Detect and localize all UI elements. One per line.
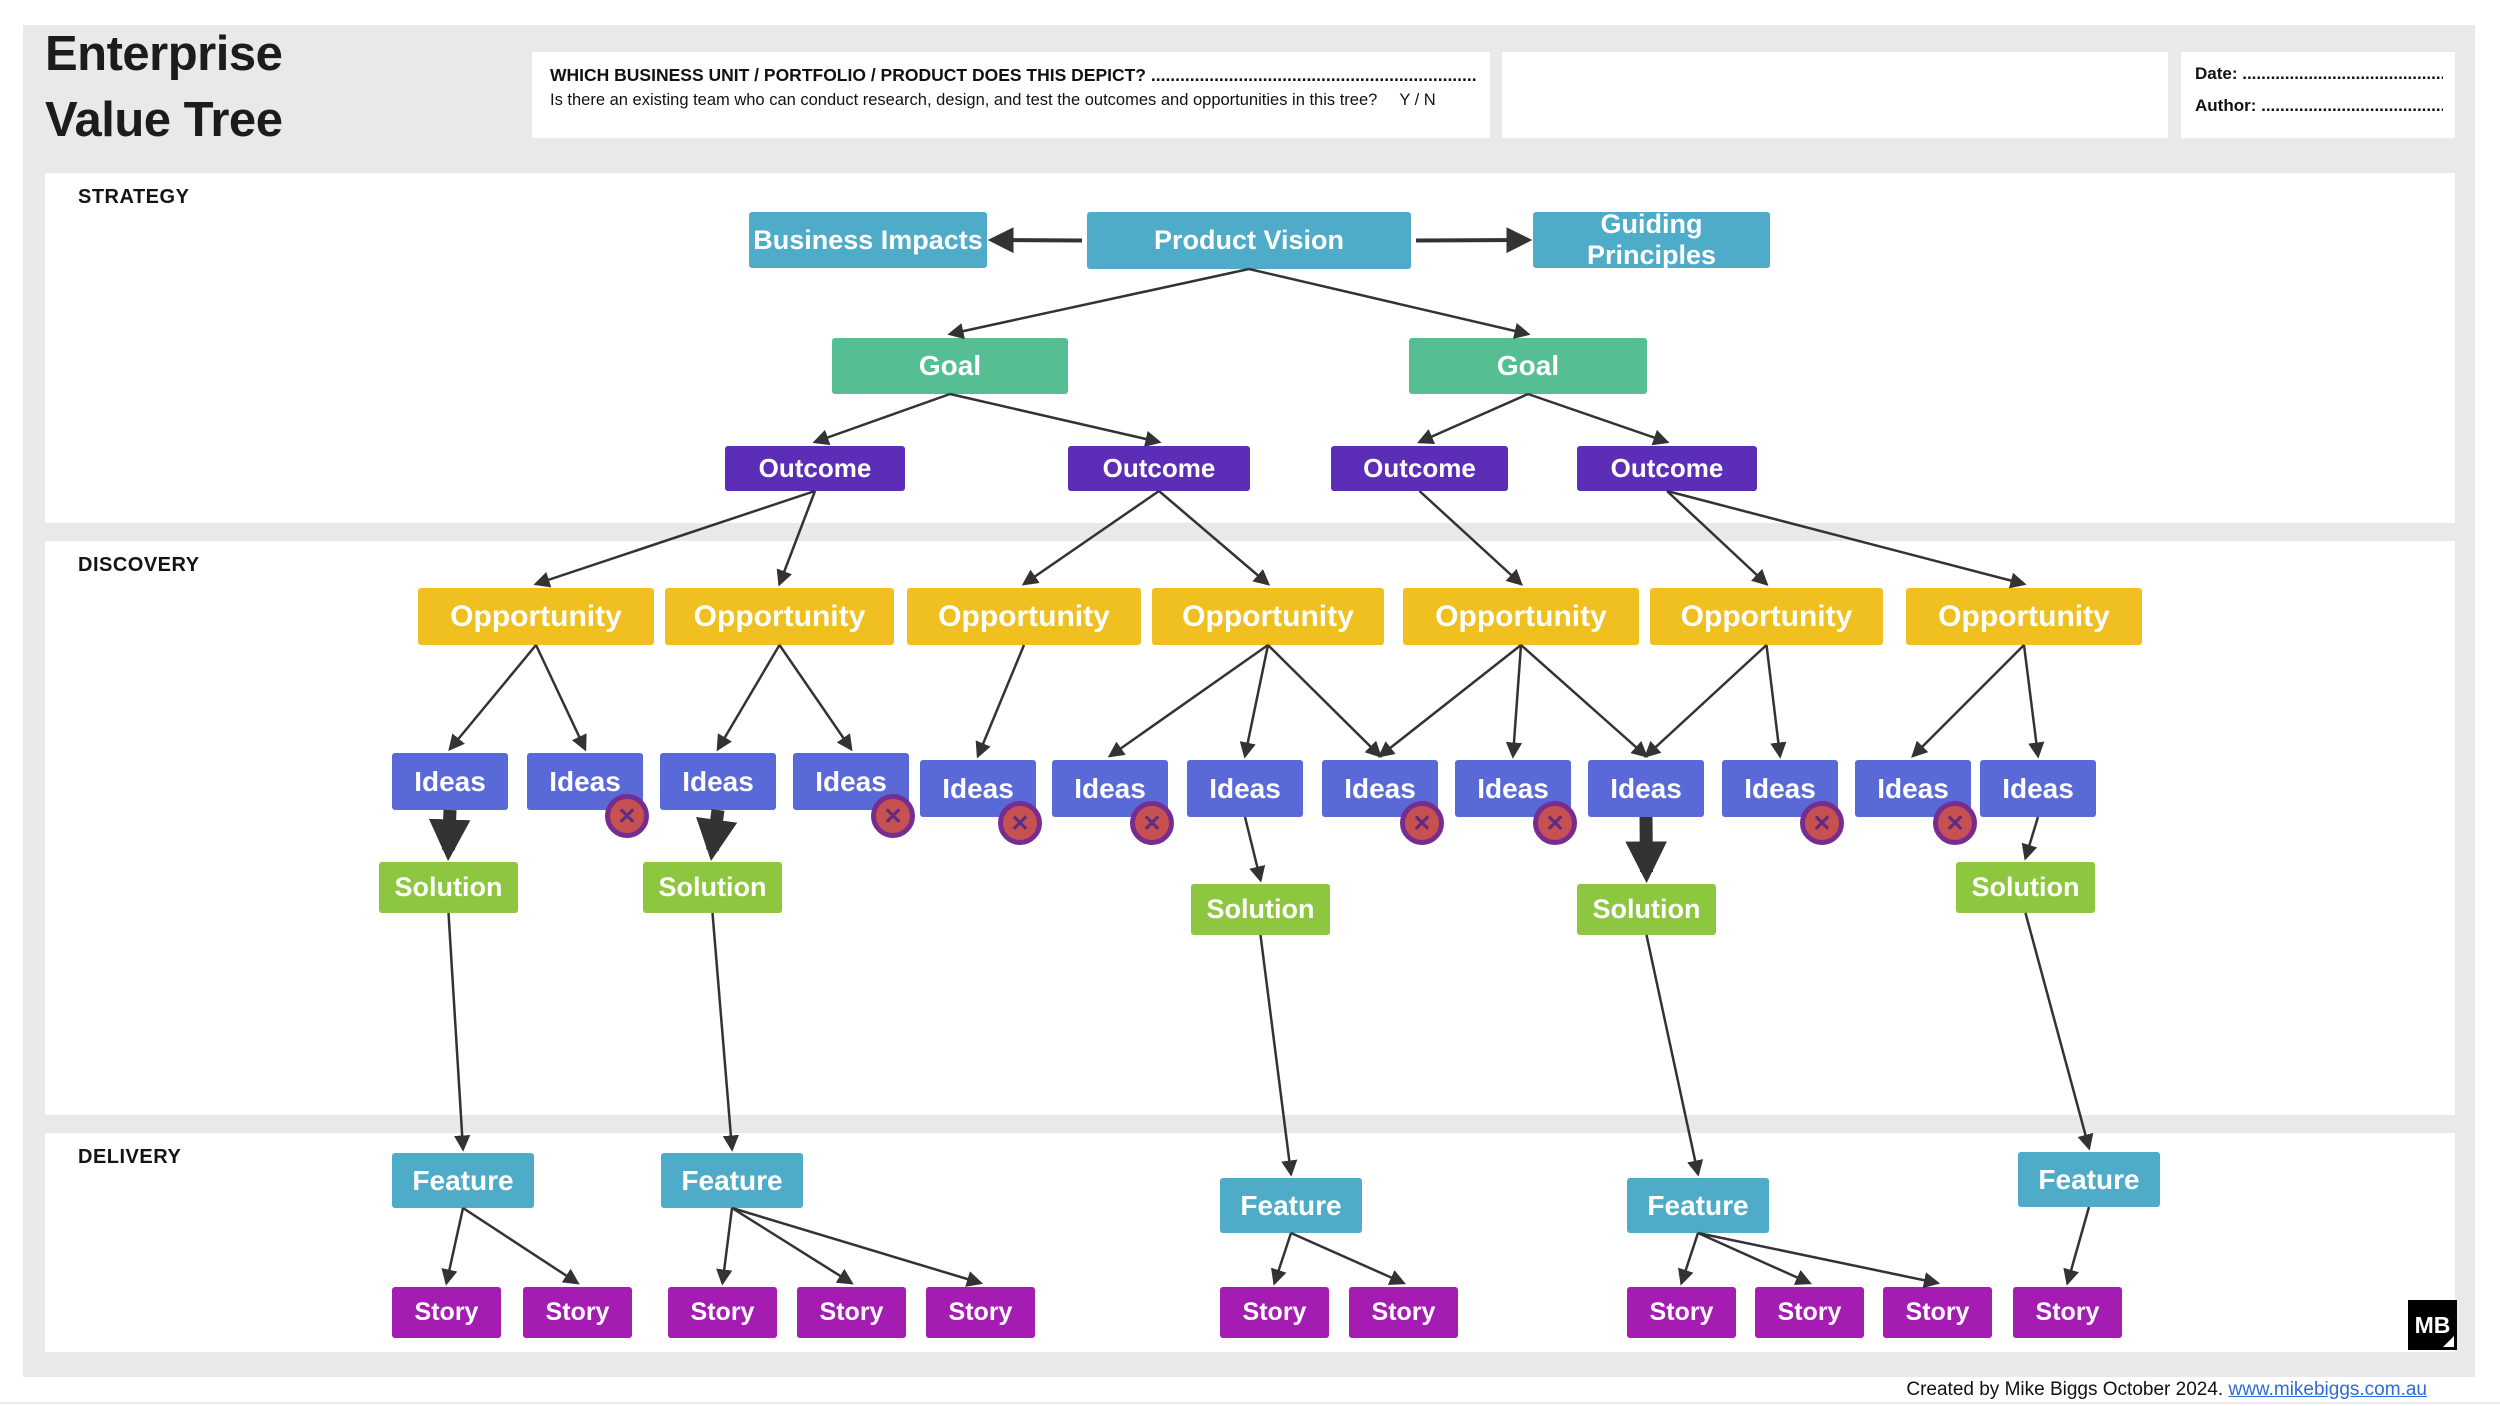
node-story-4: Story bbox=[797, 1287, 906, 1338]
node-feature-3: Feature bbox=[1220, 1178, 1362, 1233]
node-idea-1: Ideas bbox=[392, 753, 508, 810]
node-opportunity-3: Opportunity bbox=[907, 588, 1141, 645]
node-solution-2: Solution bbox=[643, 862, 782, 913]
node-story-10: Story bbox=[1883, 1287, 1992, 1338]
node-outcome-3: Outcome bbox=[1331, 446, 1508, 491]
node-idea-7: Ideas bbox=[1187, 760, 1303, 817]
page-title-line1: Enterprise bbox=[45, 27, 283, 81]
node-story-7: Story bbox=[1349, 1287, 1458, 1338]
blank-notes-box bbox=[1502, 52, 2168, 138]
question-line2-text: Is there an existing team who can conduc… bbox=[550, 91, 1378, 109]
node-guiding-principles: Guiding Principles bbox=[1533, 209, 1770, 270]
bottom-divider bbox=[0, 1402, 2500, 1404]
node-product-vision: Product Vision bbox=[1087, 212, 1411, 269]
node-story-11: Story bbox=[2013, 1287, 2122, 1338]
node-solution-5: Solution bbox=[1956, 862, 2095, 913]
node-story-8: Story bbox=[1627, 1287, 1736, 1338]
yes-no-answer: Y / N bbox=[1399, 91, 1436, 109]
node-story-6: Story bbox=[1220, 1287, 1329, 1338]
node-idea-3: Ideas bbox=[660, 753, 776, 810]
node-outcome-1: Outcome bbox=[725, 446, 905, 491]
node-outcome-2: Outcome bbox=[1068, 446, 1250, 491]
node-goal-2: Goal bbox=[1409, 338, 1647, 394]
footer-credit-text: Created by Mike Biggs October 2024. bbox=[1906, 1379, 2229, 1400]
delivery-band-label: DELIVERY bbox=[78, 1146, 182, 1168]
question-dotted-line: ........................................… bbox=[1150, 65, 1476, 85]
strategy-band-label: STRATEGY bbox=[78, 186, 190, 208]
rejected-idea-icon: ✕ bbox=[605, 794, 649, 838]
author-label: Author: bbox=[2195, 97, 2262, 114]
rejected-idea-icon: ✕ bbox=[1800, 801, 1844, 845]
node-opportunity-7: Opportunity bbox=[1906, 588, 2142, 645]
node-solution-4: Solution bbox=[1577, 884, 1716, 935]
node-business-impacts: Business Impacts bbox=[749, 212, 987, 268]
node-feature-2: Feature bbox=[661, 1153, 803, 1208]
mb-logo-text: MB bbox=[2414, 1311, 2451, 1338]
mb-logo-corner-icon bbox=[2443, 1336, 2454, 1347]
node-goal-1: Goal bbox=[832, 338, 1068, 394]
footer-website-link[interactable]: www.mikebiggs.com.au bbox=[2228, 1379, 2427, 1400]
page-title: Enterprise Value Tree bbox=[45, 22, 283, 153]
rejected-idea-icon: ✕ bbox=[1400, 801, 1444, 845]
page-title-line2: Value Tree bbox=[45, 92, 283, 147]
node-idea-10: Ideas bbox=[1588, 760, 1704, 817]
node-story-2: Story bbox=[523, 1287, 632, 1338]
node-story-1: Story bbox=[392, 1287, 501, 1338]
discovery-band-label: DISCOVERY bbox=[78, 554, 200, 576]
node-opportunity-1: Opportunity bbox=[418, 588, 654, 645]
node-feature-1: Feature bbox=[392, 1153, 534, 1208]
node-opportunity-4: Opportunity bbox=[1152, 588, 1384, 645]
date-dotted-line: ........................................… bbox=[2242, 65, 2443, 82]
node-feature-5: Feature bbox=[2018, 1152, 2160, 1207]
business-unit-question-box: WHICH BUSINESS UNIT / PORTFOLIO / PRODUC… bbox=[532, 52, 1490, 138]
node-idea-13: Ideas bbox=[1980, 760, 2096, 817]
node-story-5: Story bbox=[926, 1287, 1035, 1338]
mb-logo: MB bbox=[2408, 1300, 2457, 1350]
node-solution-1: Solution bbox=[379, 862, 518, 913]
existing-team-question: Is there an existing team who can conduc… bbox=[550, 91, 1476, 110]
node-story-3: Story bbox=[668, 1287, 777, 1338]
date-field: Date: ..................................… bbox=[2195, 65, 2443, 82]
node-solution-3: Solution bbox=[1191, 884, 1330, 935]
rejected-idea-icon: ✕ bbox=[998, 801, 1042, 845]
node-opportunity-2: Opportunity bbox=[665, 588, 894, 645]
rejected-idea-icon: ✕ bbox=[1130, 801, 1174, 845]
author-dotted-line: ........................................… bbox=[2261, 97, 2443, 114]
author-field: Author: ................................… bbox=[2195, 97, 2443, 114]
rejected-idea-icon: ✕ bbox=[1533, 801, 1577, 845]
footer-credit: Created by Mike Biggs October 2024. www.… bbox=[1906, 1379, 2427, 1401]
node-opportunity-6: Opportunity bbox=[1650, 588, 1883, 645]
node-opportunity-5: Opportunity bbox=[1403, 588, 1639, 645]
date-label: Date: bbox=[2195, 65, 2243, 82]
question-title: WHICH BUSINESS UNIT / PORTFOLIO / PRODUC… bbox=[550, 65, 1151, 85]
node-story-9: Story bbox=[1755, 1287, 1864, 1338]
node-feature-4: Feature bbox=[1627, 1178, 1769, 1233]
node-outcome-4: Outcome bbox=[1577, 446, 1757, 491]
date-author-box: Date: ..................................… bbox=[2181, 52, 2455, 138]
rejected-idea-icon: ✕ bbox=[1933, 801, 1977, 845]
business-unit-question: WHICH BUSINESS UNIT / PORTFOLIO / PRODUC… bbox=[550, 65, 1476, 86]
rejected-idea-icon: ✕ bbox=[871, 794, 915, 838]
